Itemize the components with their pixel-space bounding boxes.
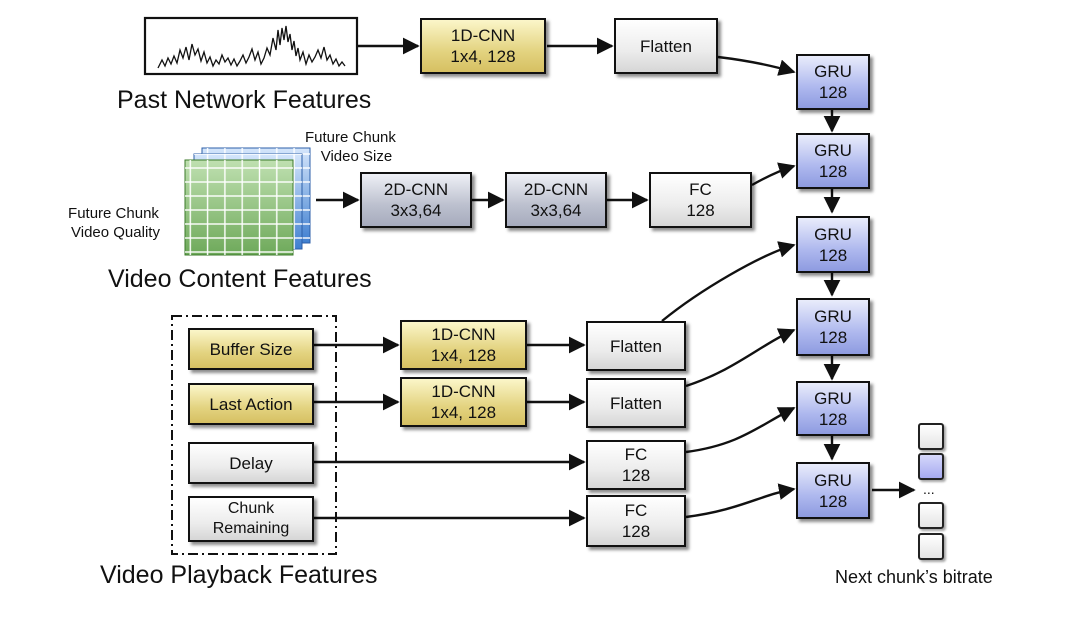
bitrate-cell bbox=[918, 423, 944, 450]
network-trace-icon bbox=[143, 16, 359, 76]
bitrate-cell-selected bbox=[918, 453, 944, 480]
delay-input-box: Delay bbox=[188, 442, 314, 484]
last-action-input-box: Last Action bbox=[188, 383, 314, 425]
bitrate-cell bbox=[918, 533, 944, 560]
buffer-size-input-box: Buffer Size bbox=[188, 328, 314, 370]
past-network-features-title: Past Network Features bbox=[117, 86, 372, 114]
next-chunk-bitrate-label: Next chunk’s bitrate bbox=[835, 567, 993, 587]
action-flatten-box: Flatten bbox=[586, 378, 686, 428]
playback-group-frame bbox=[171, 315, 337, 555]
video-playback-features-title: Video Playback Features bbox=[100, 561, 378, 589]
future-chunk-grid-icon bbox=[184, 147, 311, 256]
bitrate-ellipsis: ... bbox=[923, 481, 935, 497]
future-chunk-quality-label: Future Chunk Video Quality bbox=[68, 205, 160, 241]
buffer-flatten-box: Flatten bbox=[586, 321, 686, 371]
future-chunk-size-label: Future Chunk Video Size bbox=[305, 129, 396, 165]
bitrate-cell bbox=[918, 502, 944, 529]
network-flatten-box: Flatten bbox=[614, 18, 718, 74]
video-content-features-title: Video Content Features bbox=[108, 265, 372, 293]
